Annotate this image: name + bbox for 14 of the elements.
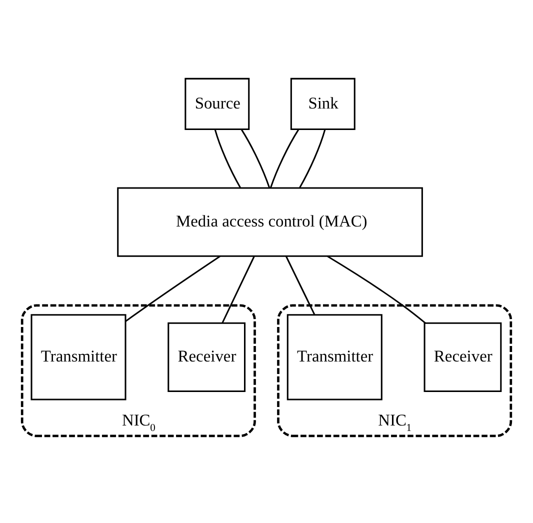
- node-box: Receiver: [168, 322, 246, 392]
- connector: [299, 128, 326, 188]
- connector: [240, 128, 270, 188]
- connector: [327, 255, 426, 324]
- node-box: Transmitter: [30, 314, 126, 400]
- node-box: Receiver: [424, 322, 502, 392]
- connector: [222, 256, 255, 323]
- connector: [270, 128, 300, 188]
- node-box: Source: [184, 77, 250, 130]
- node-box: Transmitter: [286, 314, 382, 400]
- connector: [125, 255, 221, 322]
- node-box: Sink: [290, 77, 356, 130]
- connector: [214, 128, 241, 188]
- node-box: Media access control (MAC): [117, 186, 423, 256]
